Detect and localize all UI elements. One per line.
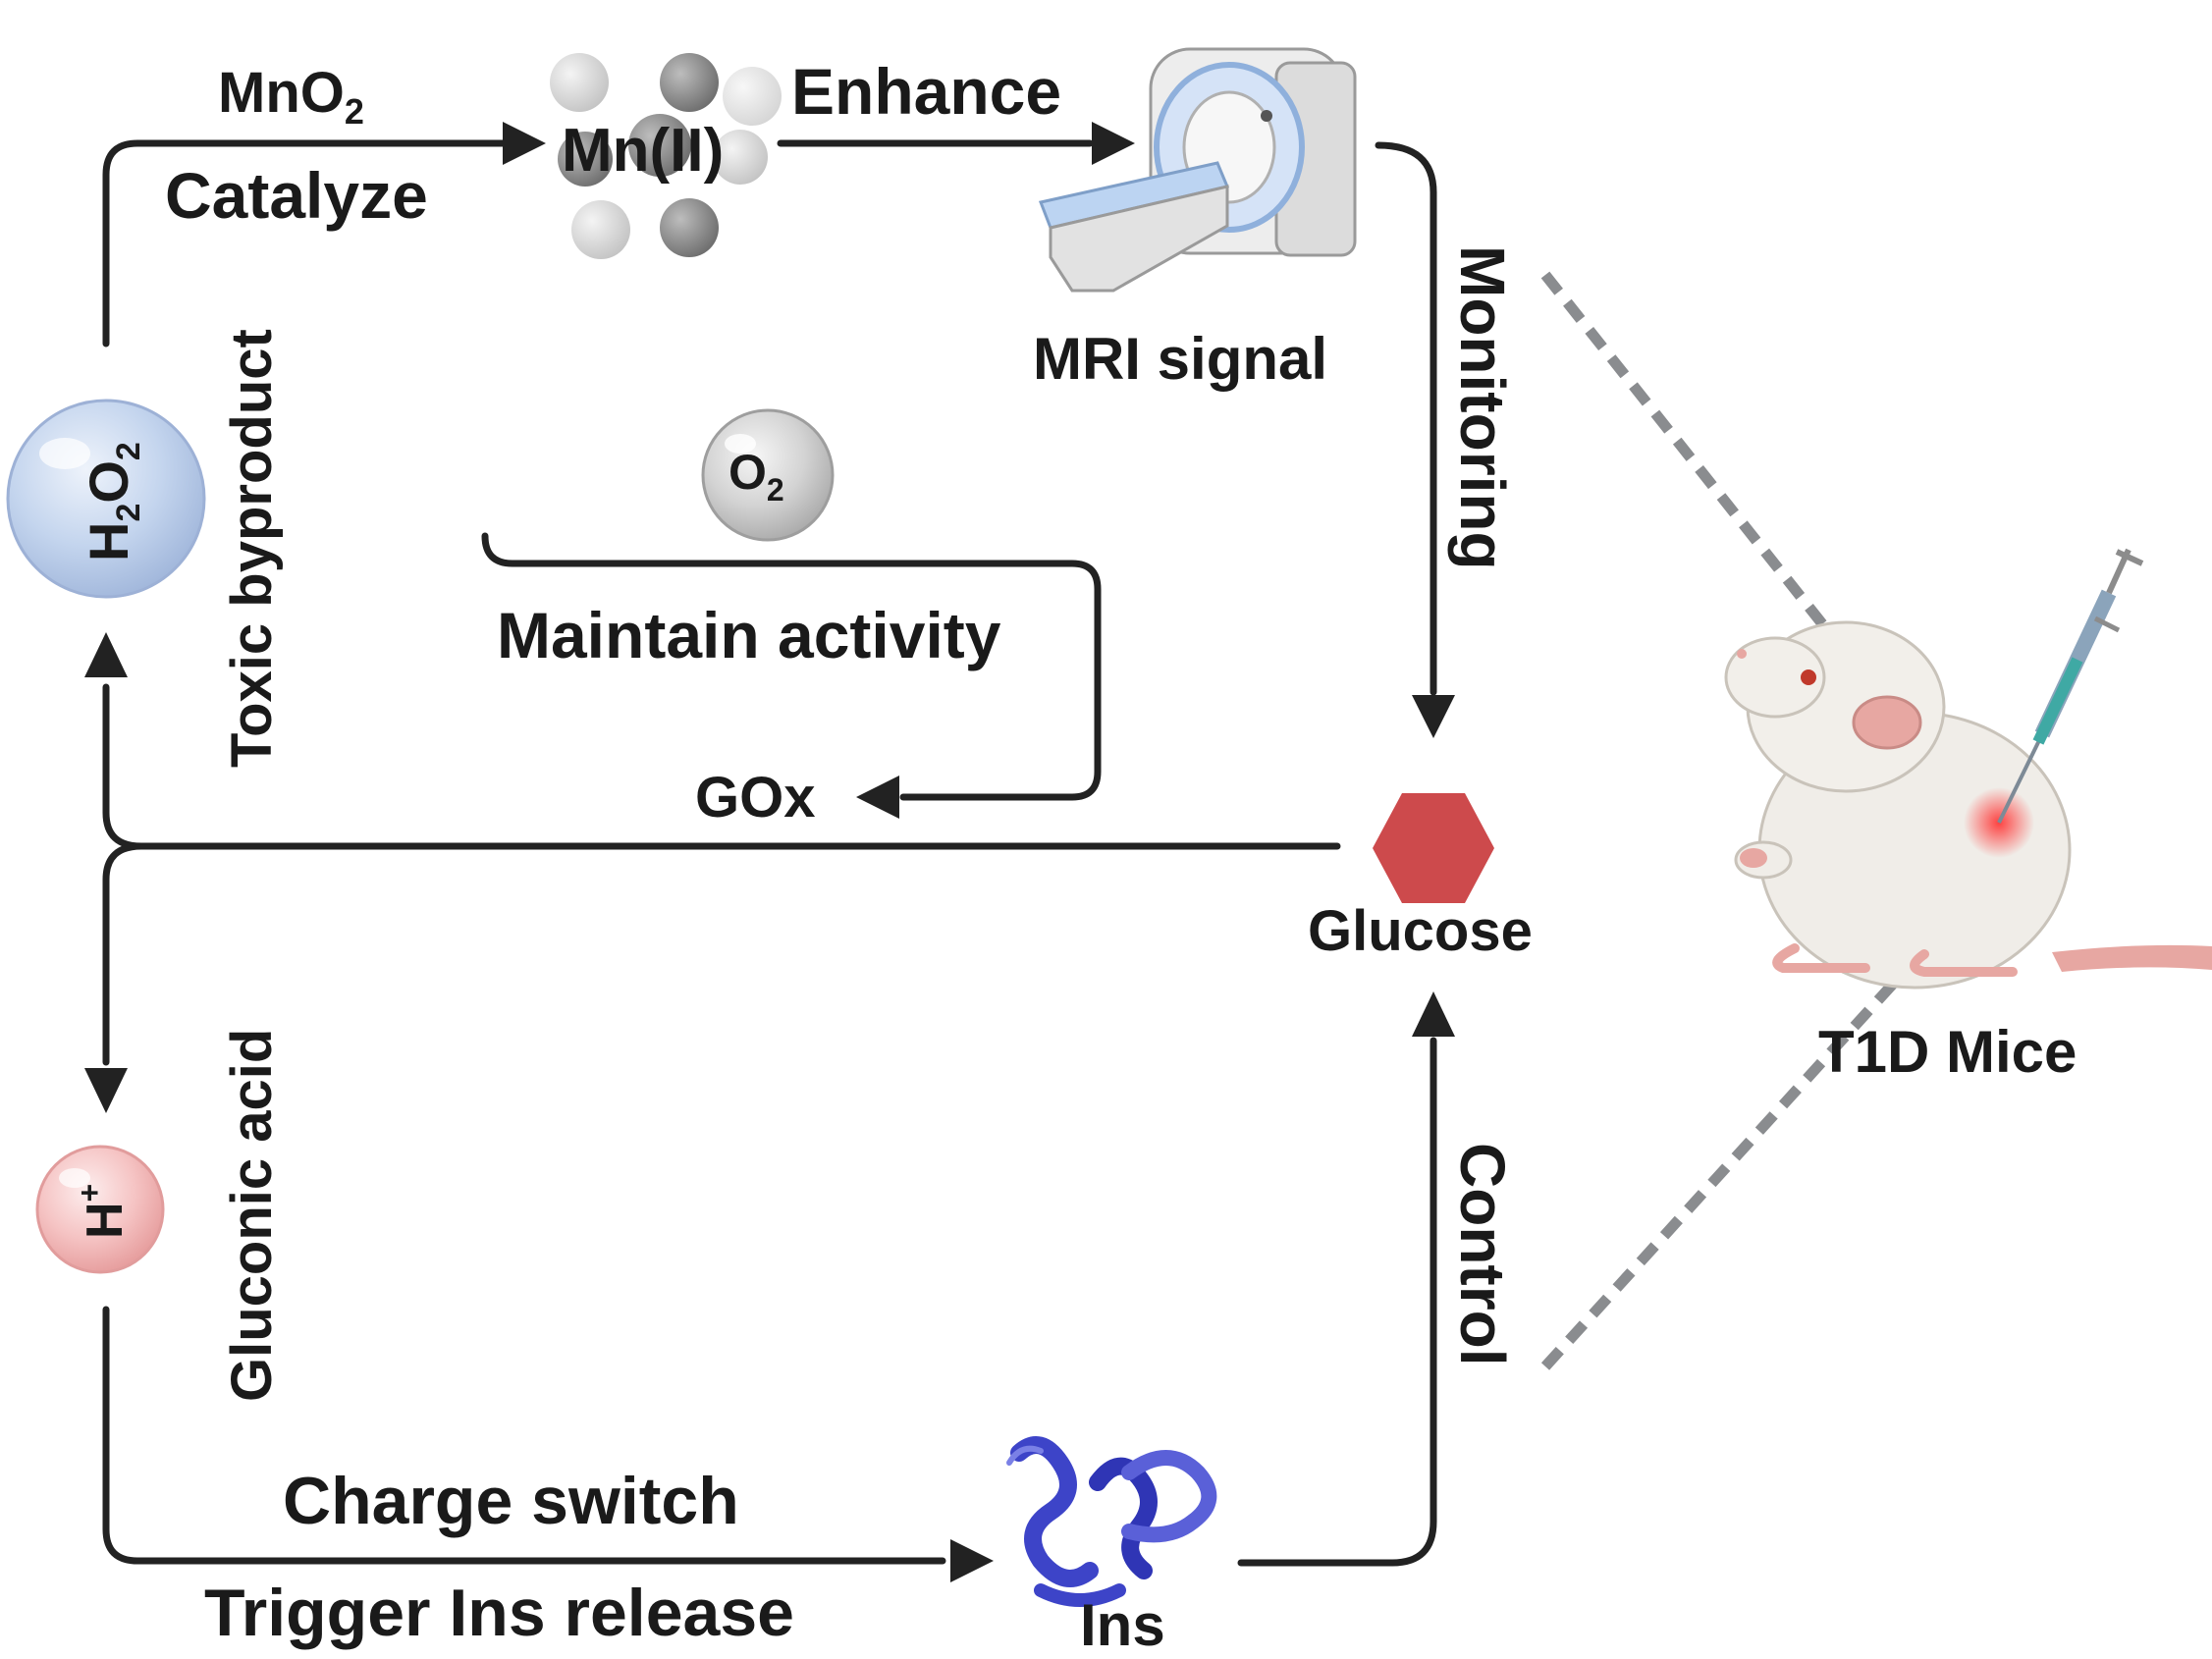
mri-signal-label: MRI signal xyxy=(1033,326,1327,392)
glucose-label: Glucose xyxy=(1308,899,1533,963)
mn-particle xyxy=(571,200,630,259)
hplus-bubble xyxy=(35,1145,165,1274)
arrow-head-control xyxy=(1412,991,1455,1037)
mn-particle xyxy=(558,132,613,187)
hplus-label: H+ xyxy=(72,1184,134,1239)
maintain-activity-label: Maintain activity xyxy=(497,599,1001,671)
charge-switch-label: Charge switch xyxy=(283,1464,739,1538)
h2o2-label: H2O2 xyxy=(78,442,147,562)
mn-ii-label: Mn(II) xyxy=(562,117,724,185)
o2-bubble xyxy=(701,408,835,542)
o2-label: O2 xyxy=(728,445,784,508)
trigger-ins-release-label: Trigger Ins release xyxy=(204,1576,794,1650)
control-label: Control xyxy=(1447,1143,1518,1366)
mouse-illustration xyxy=(1724,548,2212,990)
split-down-line xyxy=(102,842,145,1066)
catalyze-label: Catalyze xyxy=(165,159,428,232)
h2o2-bubble xyxy=(6,399,206,599)
arrow-head-hplus xyxy=(84,1068,128,1113)
arrow-head-mri xyxy=(1092,122,1135,165)
mno2-label: MnO2 xyxy=(218,61,364,132)
arrow-head-gox xyxy=(856,776,899,819)
charge-switch-line xyxy=(102,1306,946,1565)
gox-label: GOx xyxy=(695,766,816,830)
mn-particle-cluster xyxy=(550,53,782,259)
arrow-head-mn xyxy=(503,122,546,165)
monitoring-line xyxy=(1375,141,1437,696)
mn-particle xyxy=(660,198,719,257)
insulin-protein-icon xyxy=(1006,1436,1217,1607)
syringe-icon xyxy=(1997,548,2144,824)
ins-label: Ins xyxy=(1080,1592,1165,1658)
t1d-mice-label: T1D Mice xyxy=(1818,1019,2077,1085)
arrow-head-ins xyxy=(950,1539,994,1582)
mn-particle xyxy=(713,130,768,185)
mri-scanner-icon xyxy=(1038,47,1357,293)
h2o2-to-mn-line xyxy=(102,139,514,348)
monitoring-label: Monitoring xyxy=(1447,245,1518,570)
mn-particle xyxy=(660,53,719,112)
glucose-hexagon-icon xyxy=(1373,793,1494,903)
arrow-head-monitoring xyxy=(1412,695,1455,738)
enhance-label: Enhance xyxy=(791,55,1061,128)
control-line xyxy=(1237,1037,1437,1567)
mn-particle xyxy=(628,114,691,177)
toxic-byproduct-label: Toxic byproduct xyxy=(220,329,284,768)
zoom-line-top xyxy=(1540,271,2018,868)
maintain-activity-line xyxy=(481,532,1102,801)
mn-particle xyxy=(550,53,609,112)
mn-particle xyxy=(723,67,782,126)
gluconic-acid-label: Gluconic acid xyxy=(220,1029,284,1402)
arrow-head-h2o2 xyxy=(84,632,128,677)
